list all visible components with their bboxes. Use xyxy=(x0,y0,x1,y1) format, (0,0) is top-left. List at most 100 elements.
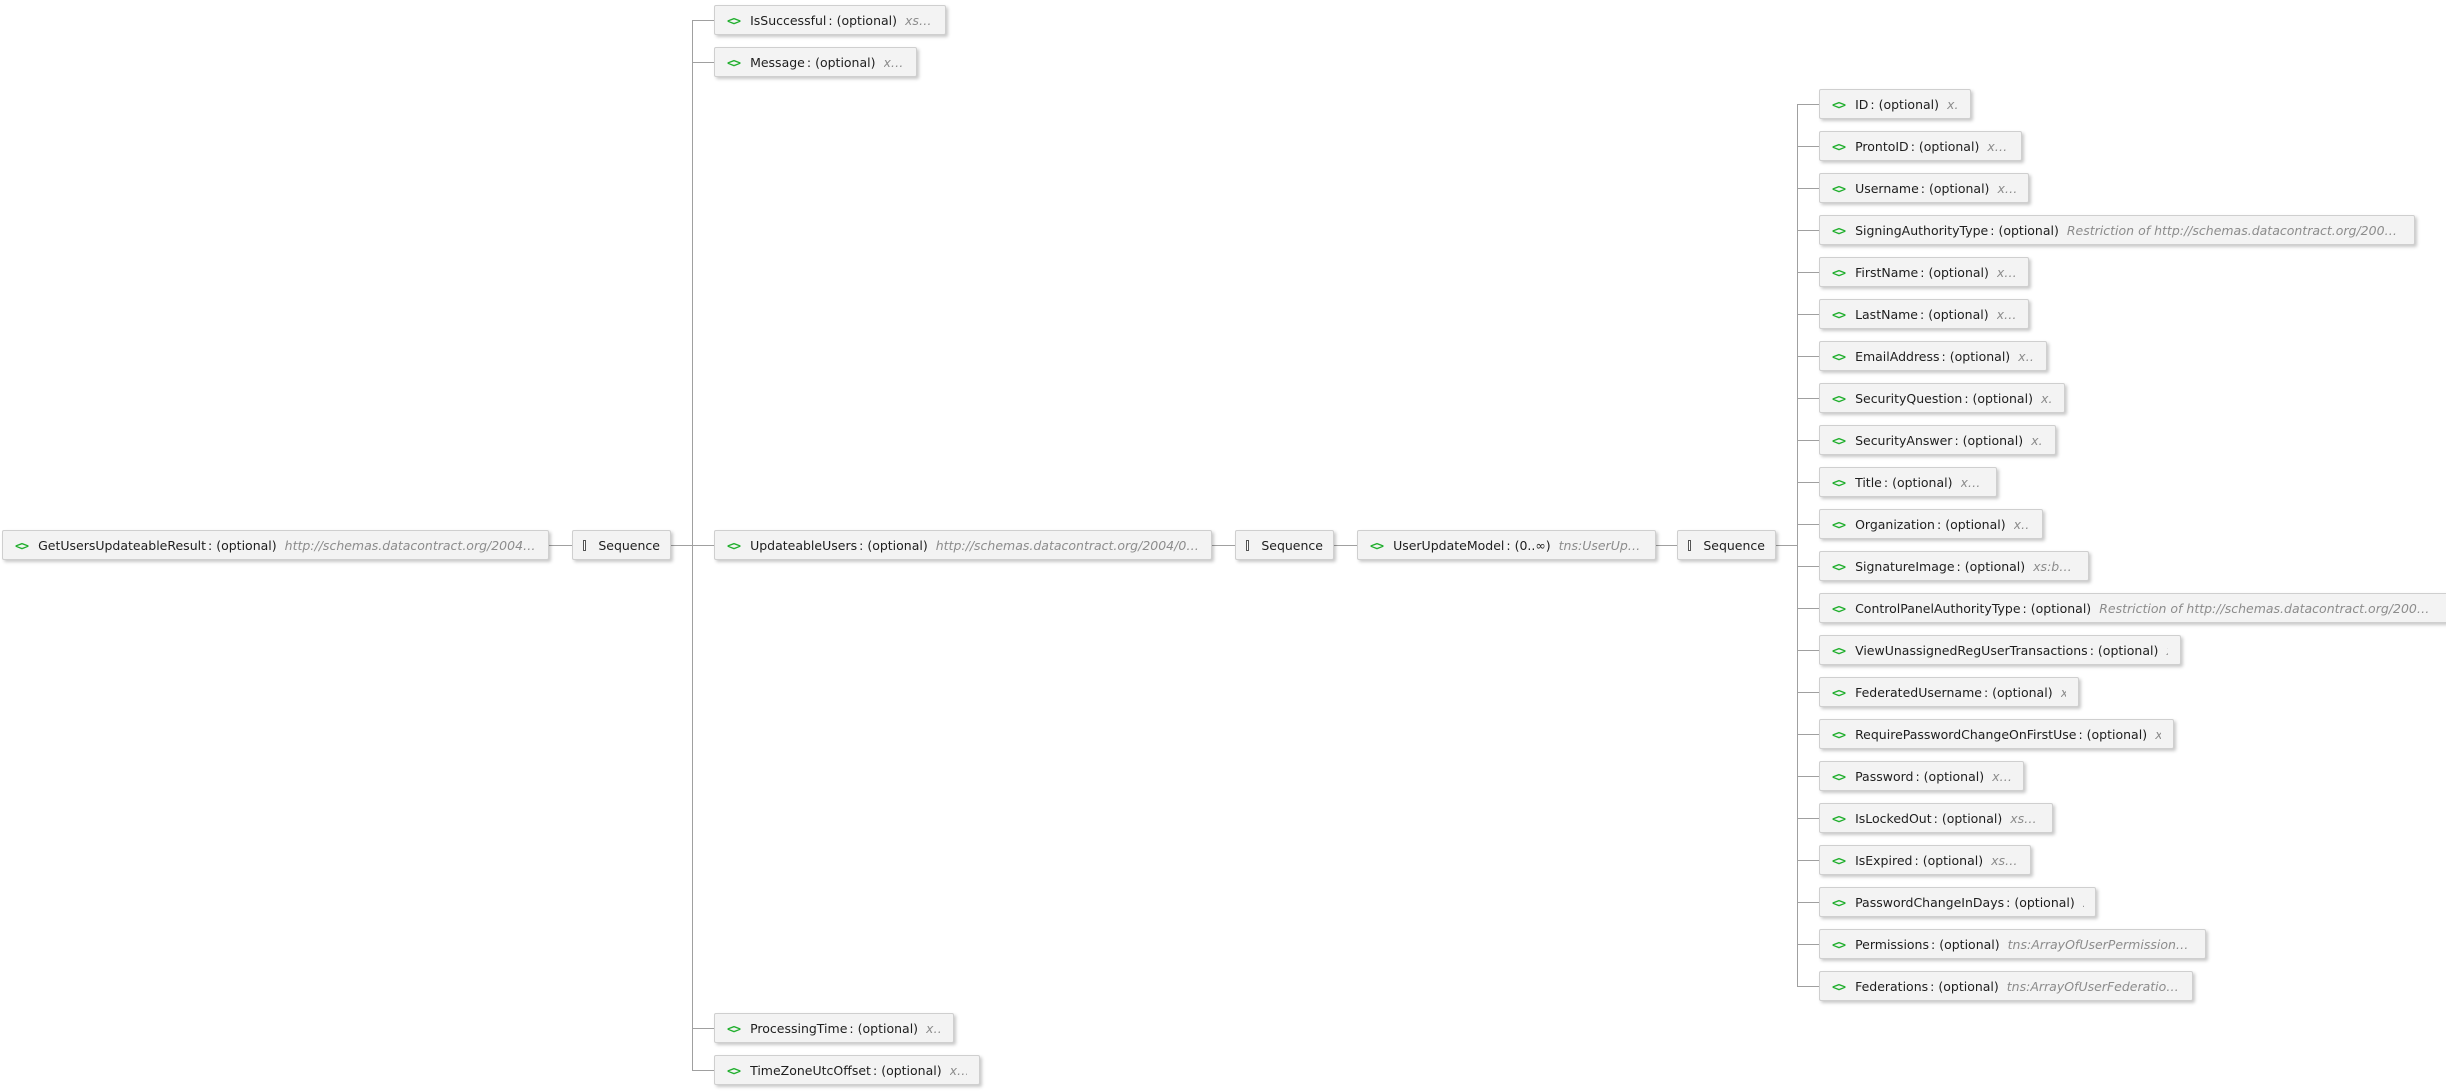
element-occurrence: (optional) xyxy=(1992,684,2053,700)
element-occurrence: (optional) xyxy=(836,12,898,28)
element-name: IsExpired xyxy=(1855,852,1913,868)
element-node-viewunassignedregusertransactions[interactable]: <>ViewUnassignedRegUserTransactions:(opt… xyxy=(1819,635,2181,665)
sequence-label: Sequence xyxy=(1703,537,1765,553)
element-node-timezoneutcoffset[interactable]: <> TimeZoneUtcOffset: (optional) xs:doub… xyxy=(714,1055,980,1085)
element-node-getusersupdateableresult[interactable]: <> GetUsersUpdateableResult: (optional) … xyxy=(2,530,549,560)
element-type: xs:string xyxy=(2061,685,2066,700)
element-occurrence: (optional) xyxy=(2030,600,2092,616)
element-icon: <> xyxy=(1832,516,1846,532)
element-node-securityquestion[interactable]: <>SecurityQuestion:(optional)xs:string xyxy=(1819,383,2065,413)
element-icon: <> xyxy=(1832,852,1846,868)
element-occurrence: (optional) xyxy=(1945,516,2006,532)
element-node-processingtime[interactable]: <> ProcessingTime: (optional) xs:string xyxy=(714,1013,954,1043)
element-type: xs:string xyxy=(926,1020,941,1036)
element-occurrence: (optional) xyxy=(1892,474,1953,490)
element-occurrence: (optional) xyxy=(1939,936,2000,952)
element-type: xs:string xyxy=(1992,768,2011,784)
element-node-updateableusers[interactable]: <> UpdateableUsers: (optional) http://sc… xyxy=(714,530,1212,560)
element-node-prontoid[interactable]: <>ProntoID:(optional)xs:string xyxy=(1819,131,2022,161)
sequence-node-root[interactable]: Sequence xyxy=(572,530,671,560)
element-node-signatureimage[interactable]: <>SignatureImage:(optional)xs:base64Bina… xyxy=(1819,551,2089,581)
element-node-controlpanelauthoritytype[interactable]: <>ControlPanelAuthorityType:(optional)Re… xyxy=(1819,593,2446,623)
element-occurrence: (optional) xyxy=(2014,894,2075,910)
element-icon: <> xyxy=(1832,768,1846,784)
element-icon: <> xyxy=(1832,222,1846,238)
element-name: ID xyxy=(1855,96,1869,112)
element-icon: <> xyxy=(1832,600,1846,616)
element-name: ProntoID xyxy=(1855,138,1909,154)
element-occurrence: (optional) xyxy=(1929,180,1990,196)
element-type: xs:boolean xyxy=(2166,643,2168,658)
element-occurrence: (optional) xyxy=(1923,768,1985,784)
element-name: RequirePasswordChangeOnFirstUse xyxy=(1855,726,2077,742)
element-node-permissions[interactable]: <>Permissions:(optional)tns:ArrayOfUserP… xyxy=(1819,929,2206,959)
element-name: ProcessingTime xyxy=(750,1020,848,1036)
element-name: Message xyxy=(750,54,805,70)
element-name: EmailAddress xyxy=(1855,348,1940,364)
element-node-title[interactable]: <>Title:(optional)xs:string xyxy=(1819,467,1997,497)
element-node-issuccessful[interactable]: <> IsSuccessful: (optional) xs:boolean xyxy=(714,5,946,35)
element-name: GetUsersUpdateableResult xyxy=(38,537,206,553)
element-icon: <> xyxy=(1832,894,1846,910)
element-occurrence: (optional) xyxy=(881,1062,942,1078)
element-occurrence: (optional) xyxy=(1918,138,1980,154)
element-node-message[interactable]: <> Message: (optional) xs:string xyxy=(714,47,917,77)
element-occurrence: (optional) xyxy=(1928,264,1989,280)
element-name: Password xyxy=(1855,768,1914,784)
element-node-password[interactable]: <>Password:(optional)xs:string xyxy=(1819,761,2024,791)
element-occurrence: (optional) xyxy=(815,54,876,70)
element-node-securityanswer[interactable]: <>SecurityAnswer:(optional)xs:string xyxy=(1819,425,2056,455)
element-icon: <> xyxy=(1832,180,1846,196)
element-icon: <> xyxy=(1832,642,1846,658)
element-occurrence: (optional) xyxy=(1998,222,2059,238)
element-occurrence: (optional) xyxy=(1928,306,1989,322)
element-name: Permissions xyxy=(1855,936,1929,952)
element-type: tns:ArrayOfUserFederationInsertModel xyxy=(2006,978,2180,994)
sequence-node-updateableusers[interactable]: Sequence xyxy=(1235,530,1334,560)
element-node-id[interactable]: <>ID:(optional)xs:int xyxy=(1819,89,1971,119)
element-type: xs:boolean xyxy=(905,12,933,28)
element-node-username[interactable]: <>Username:(optional)xs:string xyxy=(1819,173,2029,203)
sequence-node-userupdatemodel[interactable]: Sequence xyxy=(1677,530,1776,560)
element-icon: <> xyxy=(727,537,741,553)
element-node-userupdatemodel[interactable]: <> UserUpdateModel: (0..∞) tns:UserUpdat… xyxy=(1357,530,1656,560)
sequence-label: Sequence xyxy=(1261,537,1323,553)
element-name: UserUpdateModel xyxy=(1393,537,1505,553)
element-icon: <> xyxy=(1832,96,1846,112)
element-node-signingauthoritytype[interactable]: <>SigningAuthorityType:(optional)Restric… xyxy=(1819,215,2415,245)
sequence-icon xyxy=(583,539,587,551)
element-type: http://schemas.datacontract.org/2004/07/… xyxy=(935,537,1199,553)
element-occurrence: (0..∞) xyxy=(1514,537,1551,553)
element-icon: <> xyxy=(1832,432,1846,448)
element-type: http://schemas.datacontract.org/2004/07/… xyxy=(284,537,536,553)
element-node-isexpired[interactable]: <>IsExpired:(optional)xs:boolean xyxy=(1819,845,2031,875)
element-node-federations[interactable]: <>Federations:(optional)tns:ArrayOfUserF… xyxy=(1819,971,2193,1001)
element-node-federatedusername[interactable]: <>FederatedUsername:(optional)xs:string xyxy=(1819,677,2079,707)
element-occurrence: (optional) xyxy=(867,537,928,553)
element-name: Organization xyxy=(1855,516,1935,532)
element-node-lastname[interactable]: <>LastName:(optional)xs:string xyxy=(1819,299,2029,329)
element-name: ControlPanelAuthorityType xyxy=(1855,600,2021,616)
element-icon: <> xyxy=(1832,474,1846,490)
element-icon: <> xyxy=(1832,558,1846,574)
element-occurrence: (optional) xyxy=(1972,390,2033,406)
element-icon: <> xyxy=(727,1062,741,1078)
element-node-passwordchangeindays[interactable]: <>PasswordChangeInDays:(optional)xs:shor… xyxy=(1819,887,2096,917)
element-node-organization[interactable]: <>Organization:(optional)xs:string xyxy=(1819,509,2043,539)
element-icon: <> xyxy=(727,1020,741,1036)
element-icon: <> xyxy=(727,12,741,28)
element-node-islockedout[interactable]: <>IsLockedOut:(optional)xs:boolean xyxy=(1819,803,2053,833)
element-name: SigningAuthorityType xyxy=(1855,222,1989,238)
element-node-firstname[interactable]: <>FirstName:(optional)xs:string xyxy=(1819,257,2029,287)
element-type: xs:string xyxy=(1996,306,2016,322)
element-type: xs:boolean xyxy=(1991,852,2018,868)
element-occurrence: (optional) xyxy=(2097,642,2159,658)
element-icon: <> xyxy=(1832,348,1846,364)
element-node-emailaddress[interactable]: <>EmailAddress:(optional)xs:string xyxy=(1819,341,2047,371)
element-node-requirepasswordchangeonfirstuse[interactable]: <>RequirePasswordChangeOnFirstUse:(optio… xyxy=(1819,719,2174,749)
element-type: xs:string xyxy=(2018,348,2034,364)
element-name: SecurityAnswer xyxy=(1855,432,1953,448)
element-icon: <> xyxy=(1832,726,1846,742)
element-type: xs:string xyxy=(2013,516,2030,532)
